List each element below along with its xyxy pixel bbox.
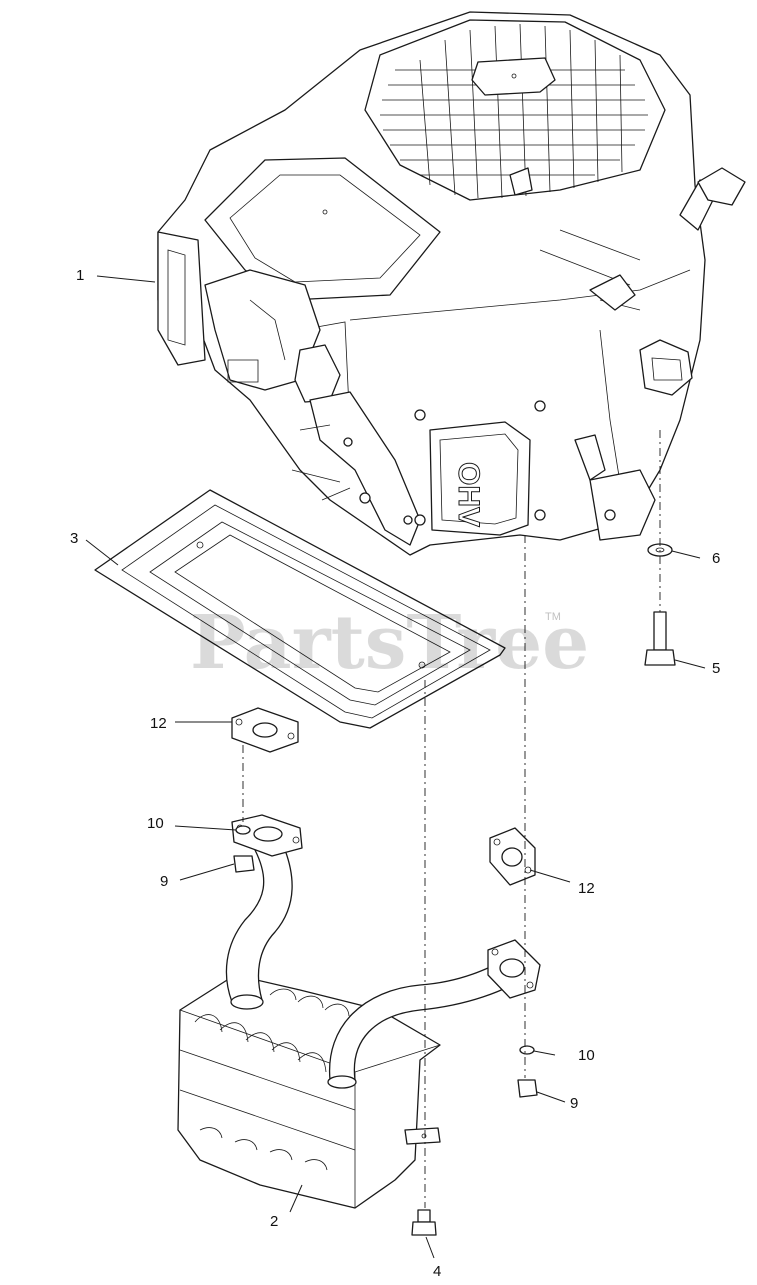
lock-washer-right (519, 1045, 535, 1055)
watermark-trademark: TM (545, 611, 561, 623)
callout-5: 5 (712, 660, 720, 677)
callout-labels: 1 2 3 4 5 6 9 9 10 10 12 12 (70, 267, 720, 1280)
callout-2: 2 (270, 1213, 278, 1230)
callout-9-right: 9 (570, 1095, 578, 1112)
callout-10-right: 10 (578, 1047, 595, 1064)
gasket-left (231, 707, 299, 753)
lock-washer-left (235, 825, 251, 835)
callout-9-left: 9 (160, 873, 168, 890)
assembly-lines (242, 430, 661, 1208)
callout-6: 6 (712, 550, 720, 567)
callout-10-left: 10 (147, 815, 164, 832)
leader-lines (85, 275, 706, 1259)
callout-12-left: 12 (150, 715, 167, 732)
callout-4: 4 (433, 1263, 441, 1280)
nut-right (517, 1079, 538, 1098)
muffler (177, 814, 541, 1209)
gasket-right (489, 827, 536, 886)
bolt (644, 611, 676, 666)
watermark-text: PartsTree (190, 600, 589, 686)
ohv-marking: OHV (452, 462, 485, 527)
heat-shield-plate (94, 489, 506, 729)
engine: OHV (157, 11, 746, 556)
callout-12-right: 12 (578, 880, 595, 897)
callout-3: 3 (70, 530, 78, 547)
muffler-bolt (411, 1209, 437, 1236)
nut-left (233, 855, 255, 873)
callout-1: 1 (76, 267, 84, 284)
